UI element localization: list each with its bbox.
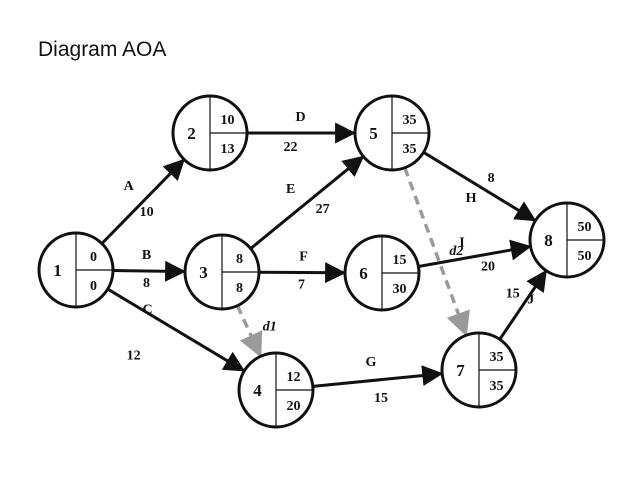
node-number: 2 bbox=[187, 124, 196, 143]
activity-arrow-b bbox=[112, 260, 187, 282]
activity-duration-g: 15 bbox=[374, 391, 388, 406]
node-latest-time: 13 bbox=[221, 142, 235, 157]
node-latest-time: 0 bbox=[90, 279, 97, 294]
activity-arrow-c bbox=[106, 287, 246, 372]
node-latest-time: 20 bbox=[287, 399, 301, 414]
activity-name-j: J bbox=[527, 292, 534, 307]
node-number: 5 bbox=[369, 124, 378, 143]
node-7: 7 35 35 bbox=[440, 331, 518, 409]
activity-duration-e: 27 bbox=[316, 202, 330, 217]
node-3: 3 8 8 bbox=[183, 233, 261, 311]
activity-name-i: I bbox=[459, 236, 464, 251]
node-number: 7 bbox=[456, 361, 465, 380]
activity-arrow-f bbox=[258, 262, 347, 284]
node-earliest-time: 35 bbox=[490, 350, 504, 365]
node-number: 3 bbox=[199, 263, 208, 282]
dummy-label-d1: d1 bbox=[263, 320, 277, 335]
node-number: 1 bbox=[53, 261, 62, 280]
activity-duration-f: 7 bbox=[298, 277, 305, 292]
activity-arrow-e bbox=[249, 155, 365, 250]
activity-duration-i: 20 bbox=[481, 260, 495, 275]
dummy-arrow-d1 bbox=[235, 304, 263, 358]
activity-duration-d: 22 bbox=[284, 140, 298, 155]
activity-name-f: F bbox=[299, 249, 308, 264]
node-earliest-time: 0 bbox=[90, 250, 97, 265]
activity-name-a: A bbox=[124, 179, 135, 194]
activity-duration-b: 8 bbox=[143, 276, 150, 291]
node-earliest-time: 15 bbox=[393, 253, 407, 268]
node-earliest-time: 12 bbox=[287, 370, 301, 385]
node-2: 2 10 13 bbox=[171, 94, 249, 172]
activity-duration-h: 8 bbox=[488, 171, 495, 186]
node-latest-time: 35 bbox=[403, 142, 417, 157]
node-latest-time: 30 bbox=[393, 282, 407, 297]
node-number: 6 bbox=[359, 264, 368, 283]
activity-arrow-g bbox=[312, 365, 444, 388]
node-4: 4 12 20 bbox=[237, 351, 315, 429]
activity-name-g: G bbox=[366, 355, 377, 370]
activity-name-d: D bbox=[295, 110, 305, 125]
activity-name-c: C bbox=[143, 303, 153, 318]
activity-name-e: E bbox=[286, 182, 295, 197]
node-5: 5 35 35 bbox=[353, 94, 431, 172]
edges-layer bbox=[100, 122, 547, 388]
node-number: 4 bbox=[253, 381, 262, 400]
activity-arrow-h bbox=[422, 151, 537, 222]
node-latest-time: 50 bbox=[578, 249, 592, 264]
node-earliest-time: 10 bbox=[221, 113, 235, 128]
node-earliest-time: 35 bbox=[403, 113, 417, 128]
node-latest-time: 35 bbox=[490, 379, 504, 394]
activity-duration-j: 15 bbox=[506, 286, 520, 301]
node-6: 6 15 30 bbox=[343, 234, 421, 312]
node-earliest-time: 50 bbox=[578, 220, 592, 235]
dummy-label-d2: d2 bbox=[449, 244, 463, 259]
node-latest-time: 8 bbox=[236, 281, 243, 296]
activity-duration-a: 10 bbox=[140, 205, 154, 220]
activity-name-b: B bbox=[142, 248, 151, 263]
activity-arrow-j bbox=[498, 269, 547, 341]
diagram-title: Diagram AOA bbox=[38, 38, 167, 61]
node-8: 8 50 50 bbox=[528, 201, 606, 279]
node-1: 1 0 0 bbox=[37, 231, 115, 309]
activity-arrow-a bbox=[100, 158, 185, 245]
activity-name-h: H bbox=[466, 191, 477, 206]
node-number: 8 bbox=[544, 231, 553, 250]
activity-arrow-i bbox=[418, 239, 532, 268]
node-earliest-time: 8 bbox=[236, 252, 243, 267]
activity-duration-c: 12 bbox=[127, 349, 141, 364]
